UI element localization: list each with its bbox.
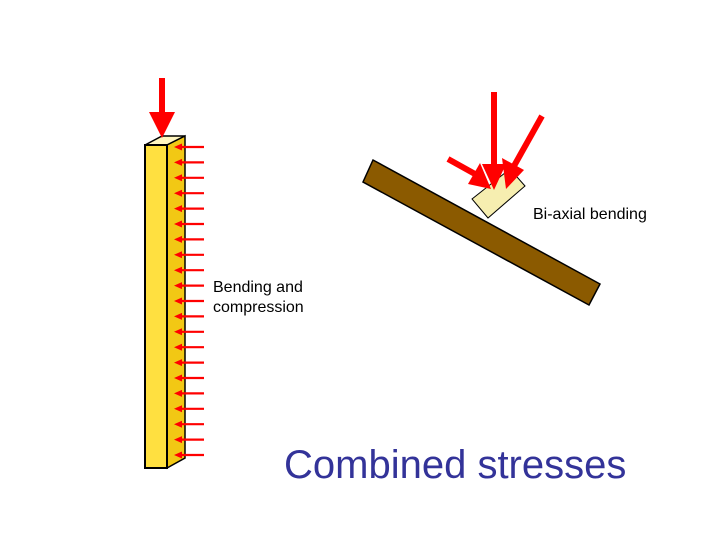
beam-body xyxy=(362,158,602,307)
pressure-arrow-icon xyxy=(174,451,204,459)
bending-label-line2: compression xyxy=(213,299,304,316)
pressure-arrow-icon xyxy=(174,220,204,228)
beam-load-arrow-center-icon xyxy=(482,92,506,190)
pressure-arrow-icon xyxy=(174,312,204,320)
pressure-arrow-icon xyxy=(174,235,204,243)
beam-load-arrow-right-icon xyxy=(502,114,545,189)
pressure-arrow-icon xyxy=(174,328,204,336)
pressure-arrow-icon xyxy=(174,282,204,290)
pressure-arrow-icon xyxy=(174,359,204,367)
pressure-arrow-icon xyxy=(174,436,204,444)
pressure-arrow-icon xyxy=(174,158,204,166)
pressure-arrow-icon xyxy=(174,420,204,428)
bending-label-line1: Bending and xyxy=(213,279,303,296)
column-front xyxy=(144,144,168,469)
pressure-arrow-icon xyxy=(174,343,204,351)
pressure-arrows xyxy=(174,143,204,459)
pressure-arrow-icon xyxy=(174,174,204,182)
pressure-arrow-icon xyxy=(174,297,204,305)
beam-load-arrow-left-icon xyxy=(446,156,491,189)
pressure-arrow-icon xyxy=(174,205,204,213)
column-load-arrow-icon xyxy=(149,78,175,138)
pressure-arrow-icon xyxy=(174,374,204,382)
pressure-arrow-icon xyxy=(174,389,204,397)
bending-compression-label: Bending and compression xyxy=(213,278,304,318)
pressure-arrow-icon xyxy=(174,405,204,413)
pressure-arrow-icon xyxy=(174,189,204,197)
pressure-arrow-icon xyxy=(174,266,204,274)
column xyxy=(144,134,186,470)
biaxial-bending-label: Bi-axial bending xyxy=(533,206,647,223)
pressure-arrow-icon xyxy=(174,143,204,151)
pressure-arrow-icon xyxy=(174,251,204,259)
slide-title: Combined stresses xyxy=(284,443,627,487)
